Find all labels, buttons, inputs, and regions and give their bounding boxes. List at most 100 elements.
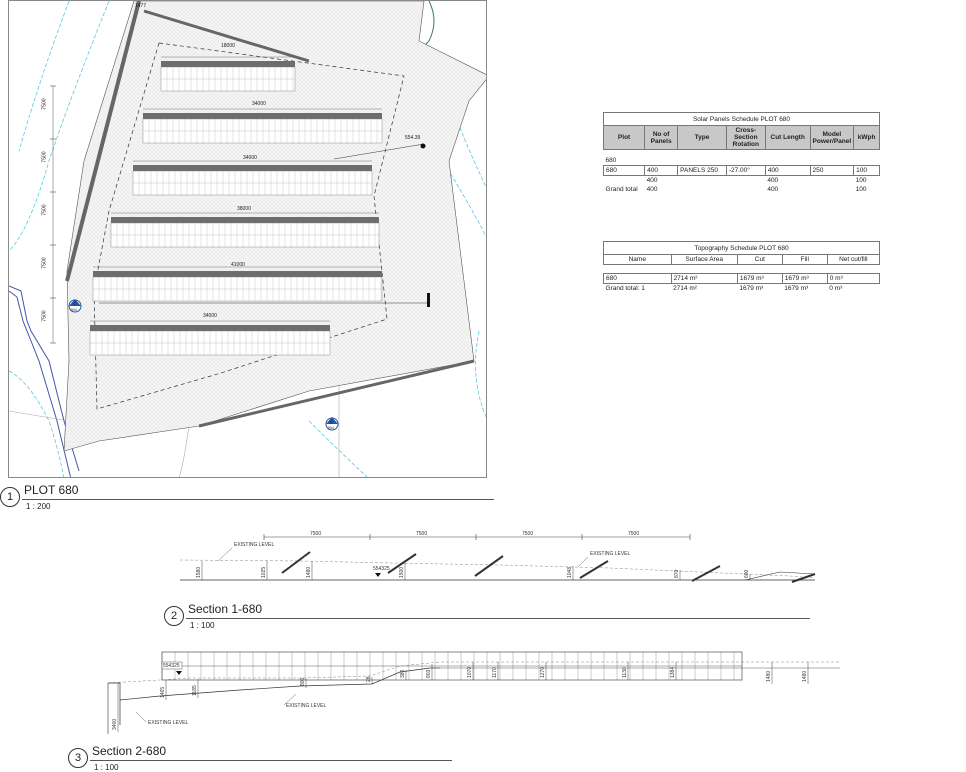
existing-level-note-1: EXISTING LEVEL xyxy=(148,720,189,726)
cell: 1679 m³ xyxy=(781,273,828,284)
cell: -27.00° xyxy=(725,165,766,176)
cell xyxy=(726,185,765,194)
cell xyxy=(678,185,727,194)
view-name: Section 2-680 xyxy=(92,744,167,758)
cell: Grand total: 1 xyxy=(605,285,645,292)
cell: 1679 m³ xyxy=(739,285,764,292)
panel-row-3 xyxy=(132,160,373,196)
height-7: 600 xyxy=(744,569,750,578)
cell: 100 xyxy=(853,165,880,176)
col-header: Fill xyxy=(781,254,828,265)
col-header: Net cut/fill xyxy=(826,254,881,265)
spacing-dim-1: 7500 xyxy=(41,98,48,110)
top-dim-3: 7500 xyxy=(522,531,533,537)
cell: 400 xyxy=(767,186,779,193)
height-1: 1580 xyxy=(196,567,202,578)
view-name: PLOT 680 xyxy=(24,483,79,497)
cell: 680 xyxy=(603,273,672,284)
cell: 100 xyxy=(855,177,867,184)
panel-row-4 xyxy=(110,212,380,248)
row-dim-3: 34000 xyxy=(243,155,257,161)
site-plan-drawing xyxy=(9,1,486,477)
panel-row-2 xyxy=(142,108,383,144)
height-7: 803 xyxy=(426,669,432,678)
panel-row-5 xyxy=(92,266,383,302)
col-header: Surface Area xyxy=(670,254,738,265)
height-6: 386 xyxy=(400,669,406,678)
height-2: 1025 xyxy=(261,567,267,578)
col-header: Cut xyxy=(736,254,783,265)
height-1: 3400 xyxy=(112,719,118,730)
height-3: 1480 xyxy=(306,567,312,578)
cell: 2714 m² xyxy=(673,285,697,292)
cell: 250 xyxy=(809,165,855,176)
cell: 1679 m³ xyxy=(784,285,809,292)
cell: 400 xyxy=(644,165,679,176)
panel-section-5 xyxy=(691,565,721,582)
spacing-dim-5: 7500 xyxy=(41,310,48,322)
table-row: Grand total: 1 2714 m² 1679 m³ 1679 m³ 0… xyxy=(604,284,880,294)
height-4: 1500 xyxy=(399,567,405,578)
col-header: Plot xyxy=(602,125,646,150)
group-label: 680 xyxy=(603,156,880,166)
col-header: Name xyxy=(603,254,672,265)
height-8: 1070 xyxy=(467,667,473,678)
existing-level-note-1: EXISTING LEVEL xyxy=(234,542,275,548)
cell xyxy=(726,176,765,186)
spot-level-label: 554.39 xyxy=(405,135,421,141)
spacing-dim-3: 7500 xyxy=(41,204,48,216)
row-dim-4: 38000 xyxy=(237,206,251,212)
view-scale: 1 : 100 xyxy=(190,621,215,630)
topography-schedule[interactable]: Topography Schedule PLOT 680 Name Surfac… xyxy=(603,241,881,294)
cell: 400 xyxy=(646,186,658,193)
panel-section-6 xyxy=(791,573,816,583)
view-number: 2 xyxy=(164,606,184,626)
table-row: 400 400 100 xyxy=(604,176,880,186)
level-tag: 554325 xyxy=(163,663,180,669)
col-header: Type xyxy=(677,125,727,150)
cell: 400 xyxy=(764,165,811,176)
row-dim-1: 18000 xyxy=(221,43,235,49)
row-dim-6: 34000 xyxy=(203,313,217,319)
height-4: 800 xyxy=(300,677,306,686)
row-dim-5: 41000 xyxy=(231,262,245,268)
view-number: 1 xyxy=(0,487,20,507)
level-tag: 554325 xyxy=(373,566,390,572)
top-dim-1: 7500 xyxy=(310,531,321,537)
panel-section-4 xyxy=(579,560,609,579)
cell: Grand total xyxy=(605,186,638,193)
plan-viewport[interactable]: 1477 554.39 18000 34000 34000 38000 4100… xyxy=(8,0,487,478)
section-tag-1[interactable] xyxy=(66,297,84,315)
cell xyxy=(810,185,854,194)
cell: 2714 m² xyxy=(670,273,738,284)
table-row: 680 400 PANELS 250 -27.00° 400 250 100 xyxy=(602,165,880,176)
cell: 100 xyxy=(855,186,867,193)
cell: 0 m³ xyxy=(829,285,843,292)
panel-section-1 xyxy=(281,551,311,574)
top-dim-4: 7500 xyxy=(628,531,639,537)
col-header: kWph xyxy=(853,125,880,150)
schedule-title: Solar Panels Schedule PLOT 680 xyxy=(603,112,880,126)
panel-section-2 xyxy=(387,553,417,574)
height-11: 1130 xyxy=(622,667,628,678)
schedule-title: Topography Schedule PLOT 680 xyxy=(603,241,880,255)
cell xyxy=(810,176,854,186)
cell: 400 xyxy=(767,177,779,184)
table-row: 680 2714 m² 1679 m³ 1679 m³ 0 m³ xyxy=(603,273,881,284)
section-tag-2[interactable] xyxy=(323,415,341,433)
height-2: 1465 xyxy=(160,687,166,698)
section-tag-2-sheet: 504 xyxy=(328,426,334,430)
height-5: 1048 xyxy=(567,567,573,578)
col-header: Model Power/Panel xyxy=(809,125,855,150)
cell xyxy=(604,176,645,186)
height-9: 1170 xyxy=(492,667,498,678)
panel-row-1 xyxy=(160,56,296,92)
solar-panels-schedule[interactable]: Solar Panels Schedule PLOT 680 Plot No o… xyxy=(602,112,880,194)
view-name: Section 1-680 xyxy=(188,602,263,616)
col-header: Cross-Section Rotation xyxy=(725,125,766,150)
view-scale: 1 : 200 xyxy=(26,502,51,511)
height-12: 1384 xyxy=(670,667,676,678)
height-14: 1480 xyxy=(802,671,808,682)
section-tag-1-label: 1 xyxy=(73,302,76,307)
